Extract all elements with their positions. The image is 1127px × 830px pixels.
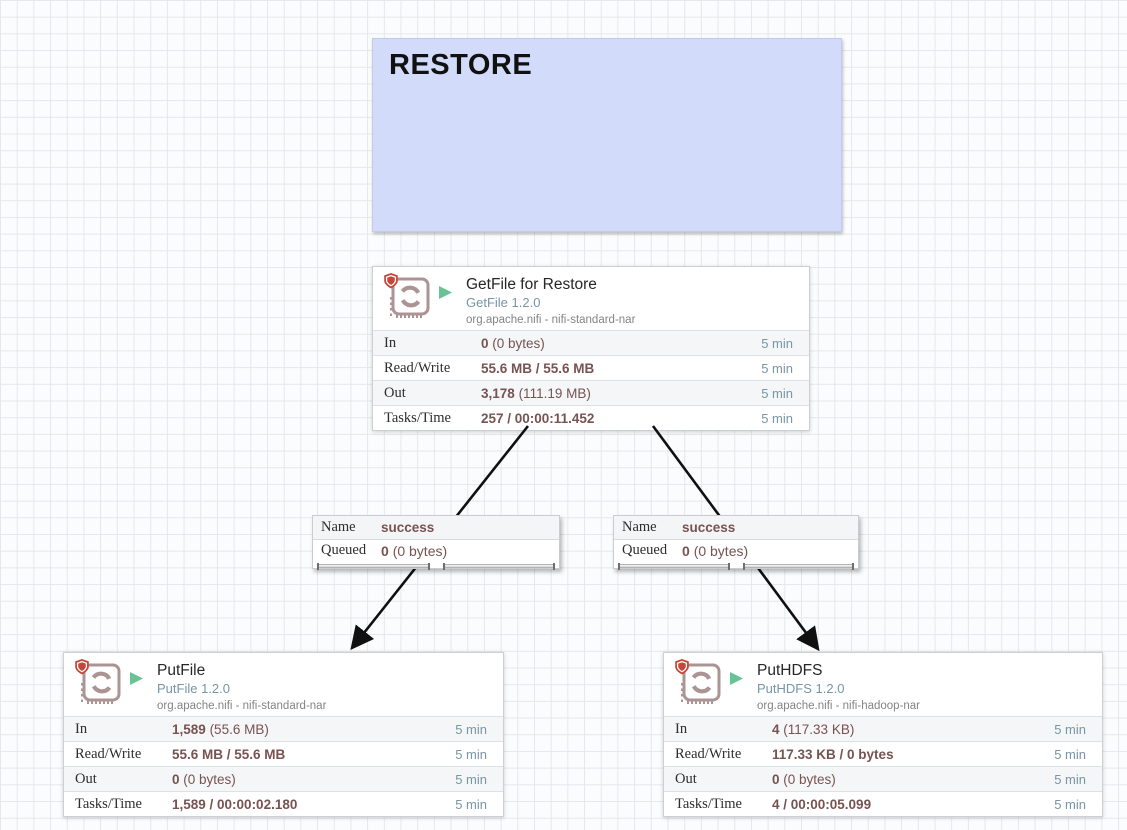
stat-value: 0 (0 bytes) — [481, 335, 545, 351]
stat-value: 117.33 KB / 0 bytes — [772, 746, 894, 762]
stat-time: 5 min — [1054, 746, 1086, 762]
running-status-icon — [439, 286, 452, 299]
connection-name-key: Name — [622, 519, 657, 535]
restricted-shield-icon — [384, 273, 398, 289]
queue-count-bar — [618, 563, 730, 570]
stat-value: 1,589 / 00:00:02.180 — [172, 796, 298, 812]
stat-row-out: Out 0 (0 bytes) 5 min — [664, 766, 1102, 791]
stat-value: 1,589 (55.6 MB) — [172, 721, 269, 737]
processor-bundle: org.apache.nifi - nifi-hadoop-nar — [757, 700, 921, 712]
processor-bundle: org.apache.nifi - nifi-standard-nar — [157, 700, 327, 712]
stat-row-tasks: Tasks/Time 4 / 00:00:05.099 5 min — [664, 791, 1102, 816]
stat-time: 5 min — [455, 771, 487, 787]
stat-value: 3,178 (111.19 MB) — [481, 385, 591, 401]
processor-name: PutHDFS — [757, 662, 823, 679]
backpressure-bars — [313, 561, 559, 570]
stat-row-tasks: Tasks/Time 1,589 / 00:00:02.180 5 min — [64, 791, 503, 816]
canvas-label-text: RESTORE — [389, 49, 533, 81]
processor-type: PutFile 1.2.0 — [157, 681, 230, 696]
connection-name-value: success — [381, 520, 435, 535]
stat-label: Out — [75, 770, 97, 787]
stat-value: 0 (0 bytes) — [172, 771, 236, 787]
stat-label: Tasks/Time — [75, 795, 142, 812]
stat-time: 5 min — [455, 721, 487, 737]
processor-chip-icon — [384, 273, 430, 318]
processor-chip-icon — [675, 659, 721, 704]
processor-bundle: org.apache.nifi - nifi-standard-nar — [466, 314, 636, 326]
processor-header: PutFile PutFile 1.2.0 org.apache.nifi - … — [64, 653, 503, 716]
connection-name-value: success — [682, 520, 736, 535]
stat-time: 5 min — [761, 335, 793, 351]
processor-puthdfs[interactable]: PutHDFS PutHDFS 1.2.0 org.apache.nifi - … — [663, 652, 1103, 817]
stat-value: 55.6 MB / 55.6 MB — [481, 360, 595, 376]
stat-time: 5 min — [761, 385, 793, 401]
queue-count-bar — [317, 563, 430, 570]
processor-putfile[interactable]: PutFile PutFile 1.2.0 org.apache.nifi - … — [63, 652, 504, 817]
stat-row-tasks: Tasks/Time 257 / 00:00:11.452 5 min — [373, 405, 809, 430]
processor-type: GetFile 1.2.0 — [466, 295, 541, 310]
stat-value: 55.6 MB / 55.6 MB — [172, 746, 286, 762]
connection-queued-row: Queued 0 (0 bytes) — [614, 540, 858, 561]
processor-name: PutFile — [157, 662, 206, 679]
stat-time: 5 min — [455, 746, 487, 762]
connection-name-row: Name success — [614, 516, 858, 540]
queue-size-bar — [742, 563, 854, 570]
queue-size-bar — [442, 563, 555, 570]
processor-header: PutHDFS PutHDFS 1.2.0 org.apache.nifi - … — [664, 653, 1102, 716]
stat-time: 5 min — [1054, 796, 1086, 812]
connection-queued-value: 0 (0 bytes) — [682, 542, 749, 559]
processor-getfile-for-restore[interactable]: GetFile for Restore GetFile 1.2.0 org.ap… — [372, 266, 810, 431]
running-status-icon — [130, 672, 143, 685]
stat-time: 5 min — [761, 410, 793, 426]
processor-name: GetFile for Restore — [466, 276, 597, 293]
restricted-shield-icon — [75, 659, 89, 675]
stat-label: In — [75, 720, 88, 737]
stat-time: 5 min — [1054, 721, 1086, 737]
connection-label-success-putfile[interactable]: Name success Queued 0 (0 bytes) — [312, 515, 560, 570]
stat-value: 257 / 00:00:11.452 — [481, 410, 595, 426]
stat-row-in: In 4 (117.33 KB) 5 min — [664, 716, 1102, 741]
stat-time: 5 min — [455, 796, 487, 812]
processor-header: GetFile for Restore GetFile 1.2.0 org.ap… — [373, 267, 809, 330]
connection-queued-value: 0 (0 bytes) — [381, 542, 448, 559]
backpressure-bars — [614, 561, 858, 570]
stat-label: Out — [384, 384, 406, 401]
stat-value: 4 (117.33 KB) — [772, 721, 855, 737]
processor-titles: PutHDFS PutHDFS 1.2.0 org.apache.nifi - … — [757, 657, 920, 713]
connection-queued-row: Queued 0 (0 bytes) — [313, 540, 559, 561]
stat-row-out: Out 0 (0 bytes) 5 min — [64, 766, 503, 791]
stat-row-in: In 1,589 (55.6 MB) 5 min — [64, 716, 503, 741]
connection-queued-key: Queued — [622, 542, 668, 558]
running-status-icon — [730, 672, 743, 685]
stat-row-readwrite: Read/Write 55.6 MB / 55.6 MB 5 min — [373, 355, 809, 380]
stat-value: 4 / 00:00:05.099 — [772, 796, 872, 812]
stat-value: 0 (0 bytes) — [772, 771, 836, 787]
stat-label: Read/Write — [675, 745, 742, 762]
restricted-shield-icon — [675, 659, 689, 675]
stat-row-out: Out 3,178 (111.19 MB) 5 min — [373, 380, 809, 405]
stat-label: In — [675, 720, 688, 737]
stat-row-readwrite: Read/Write 55.6 MB / 55.6 MB 5 min — [64, 741, 503, 766]
processor-type: PutHDFS 1.2.0 — [757, 681, 845, 696]
stat-label: Tasks/Time — [675, 795, 742, 812]
stat-time: 5 min — [1054, 771, 1086, 787]
processor-chip-icon — [75, 659, 121, 704]
stat-label: Tasks/Time — [384, 409, 451, 426]
processor-titles: GetFile for Restore GetFile 1.2.0 org.ap… — [466, 271, 635, 327]
connection-queued-key: Queued — [321, 542, 367, 558]
stat-label: Out — [675, 770, 697, 787]
stat-label: Read/Write — [384, 359, 451, 376]
stat-row-in: In 0 (0 bytes) 5 min — [373, 330, 809, 355]
connection-name-key: Name — [321, 519, 356, 535]
stat-label: Read/Write — [75, 745, 142, 762]
processor-titles: PutFile PutFile 1.2.0 org.apache.nifi - … — [157, 657, 326, 713]
connection-label-success-puthdfs[interactable]: Name success Queued 0 (0 bytes) — [613, 515, 859, 570]
connection-name-row: Name success — [313, 516, 559, 540]
stat-label: In — [384, 334, 397, 351]
stat-time: 5 min — [761, 360, 793, 376]
stat-row-readwrite: Read/Write 117.33 KB / 0 bytes 5 min — [664, 741, 1102, 766]
canvas-label-restore[interactable]: RESTORE — [372, 38, 842, 232]
